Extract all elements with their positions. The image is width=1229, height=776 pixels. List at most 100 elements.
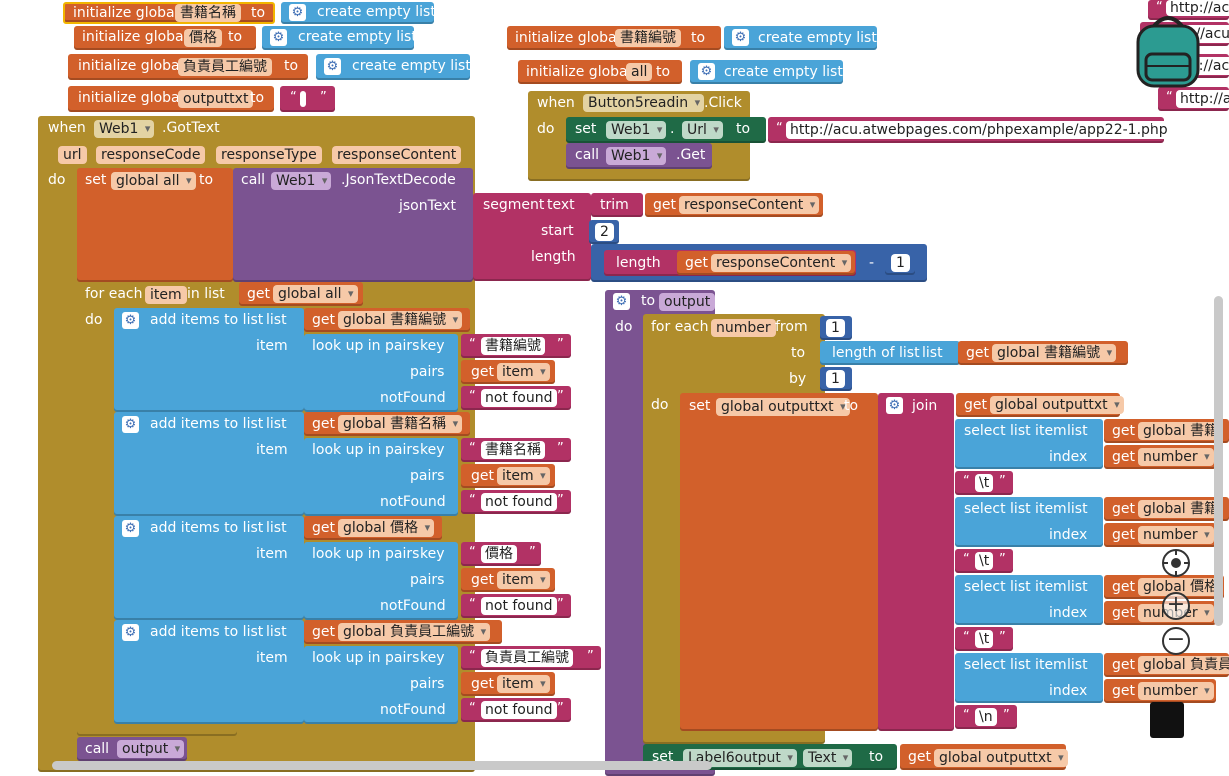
- key-text-block[interactable]: “ 書籍名稱 ”: [461, 438, 571, 462]
- zoom-in-icon[interactable]: +: [1162, 592, 1190, 620]
- get-global-list-block[interactable]: get global 書籍編號: [304, 308, 470, 332]
- create-empty-list-block[interactable]: ⚙ create empty list: [281, 2, 436, 24]
- join-block[interactable]: ⚙ join: [878, 393, 954, 731]
- tab-text-block[interactable]: “ \t ”: [955, 549, 1013, 573]
- text-field[interactable]: not found: [481, 701, 557, 719]
- key-text-block[interactable]: “ 書籍編號 ”: [461, 334, 571, 358]
- length-of-list-block[interactable]: length of list list: [820, 341, 960, 365]
- mutator-gear-icon[interactable]: ⚙: [886, 397, 903, 414]
- param-responsetype[interactable]: responseType: [216, 146, 322, 164]
- init-global-shubianhao-block[interactable]: initialize global 書籍編號 to: [507, 26, 721, 50]
- component-dropdown[interactable]: Web1: [271, 172, 332, 190]
- vertical-scrollbar[interactable]: [1214, 296, 1223, 626]
- variable-dropdown[interactable]: global 負責員: [1138, 656, 1229, 674]
- variable-dropdown[interactable]: global outputtxt: [716, 398, 850, 416]
- global-name-field[interactable]: 價格: [184, 29, 222, 47]
- add-items-to-list-block[interactable]: ⚙ add items to list list item: [114, 308, 304, 412]
- get-number-block[interactable]: get number: [1104, 445, 1216, 469]
- get-global-list-block[interactable]: get global 價格: [304, 516, 442, 540]
- text-field[interactable]: not found: [481, 597, 557, 615]
- property-dropdown[interactable]: Text: [803, 749, 853, 767]
- create-empty-list-block[interactable]: ⚙ create empty list: [316, 54, 471, 80]
- get-global-list-block[interactable]: get global 書籍名稱: [304, 412, 470, 436]
- global-name-field[interactable]: outputtxt: [178, 90, 254, 108]
- add-items-to-list-block[interactable]: ⚙ add items to list list item: [114, 620, 304, 724]
- number-1-block[interactable]: 1: [885, 251, 915, 275]
- loop-variable-field[interactable]: item: [145, 286, 187, 304]
- global-name-field[interactable]: 書籍編號: [615, 29, 681, 47]
- variable-dropdown[interactable]: global 負責員工編號: [338, 623, 491, 641]
- set-global-outputtxt-block[interactable]: set global outputtxt to: [680, 393, 878, 731]
- variable-dropdown[interactable]: global outputtxt: [990, 396, 1124, 414]
- number-1-block[interactable]: 1: [820, 367, 852, 391]
- text-field[interactable]: 書籍編號: [481, 337, 545, 355]
- get-global-list-block[interactable]: get global 書籍編號: [958, 341, 1128, 365]
- url-text-block-partial[interactable]: “ http://ac: [1148, 0, 1229, 20]
- variable-dropdown[interactable]: item: [497, 467, 550, 485]
- url-text-block-partial[interactable]: “ http://a: [1158, 87, 1229, 111]
- component-dropdown[interactable]: Web1: [94, 120, 155, 138]
- segment-text-block[interactable]: segment text start length: [473, 193, 591, 281]
- get-global-all-block[interactable]: get global all: [239, 282, 363, 306]
- get-responsecontent-block[interactable]: get responseContent: [677, 251, 855, 275]
- variable-dropdown[interactable]: number: [1138, 682, 1214, 700]
- trash-icon[interactable]: [1150, 702, 1184, 738]
- get-number-block[interactable]: get number: [1104, 601, 1216, 625]
- select-list-item-block[interactable]: select list item list index: [955, 497, 1103, 547]
- lookup-in-pairs-block[interactable]: look up in pairs key pairs notFound: [304, 646, 458, 724]
- text-field[interactable]: not found: [481, 493, 557, 511]
- param-responsecontent[interactable]: responseContent: [332, 146, 462, 164]
- variable-dropdown[interactable]: responseContent: [711, 254, 852, 272]
- number-field[interactable]: 1: [826, 370, 845, 388]
- mutator-gear-icon[interactable]: ⚙: [122, 520, 139, 537]
- variable-dropdown[interactable]: global 書籍編號: [338, 311, 463, 329]
- variable-dropdown[interactable]: global all: [111, 172, 196, 190]
- get-global-list-block[interactable]: get global 負責員: [1104, 653, 1229, 677]
- global-name-field[interactable]: 書籍名稱: [175, 4, 241, 22]
- param-url[interactable]: url: [58, 146, 87, 164]
- text-field[interactable]: not found: [481, 389, 557, 407]
- call-output-block[interactable]: call output: [77, 737, 187, 761]
- procedure-dropdown[interactable]: output: [117, 740, 185, 758]
- variable-dropdown[interactable]: item: [497, 363, 550, 381]
- get-global-list-block[interactable]: get global 書籍: [1104, 497, 1229, 521]
- global-name-field[interactable]: all: [626, 63, 653, 81]
- get-responsecontent-block[interactable]: get responseContent: [645, 193, 823, 217]
- select-list-item-block[interactable]: select list item list index: [955, 419, 1103, 469]
- create-empty-list-block[interactable]: ⚙ create empty list: [724, 26, 877, 50]
- notfound-text-block[interactable]: “ not found ”: [461, 594, 571, 618]
- call-web1-get-block[interactable]: call Web1 .Get: [566, 143, 712, 169]
- init-global-shumingcheng-block[interactable]: initialize global 書籍名稱 to: [63, 2, 275, 24]
- component-dropdown[interactable]: Web1: [606, 121, 667, 139]
- mutator-gear-icon[interactable]: ⚙: [613, 293, 630, 310]
- get-global-list-block[interactable]: get global 負責員工編號: [304, 620, 502, 644]
- mutator-gear-icon[interactable]: ⚙: [698, 63, 715, 80]
- variable-dropdown[interactable]: item: [497, 675, 550, 693]
- text-field[interactable]: 書籍名稱: [481, 441, 545, 459]
- get-item-block[interactable]: get item: [461, 360, 555, 384]
- tab-text-block[interactable]: “ \t ”: [955, 627, 1013, 651]
- number-field[interactable]: 1: [891, 254, 910, 272]
- trim-block[interactable]: trim: [591, 193, 643, 217]
- variable-dropdown[interactable]: global 書籍: [1138, 422, 1224, 440]
- mutator-gear-icon[interactable]: ⚙: [289, 4, 306, 21]
- empty-text-block[interactable]: “ ”: [280, 86, 335, 112]
- add-items-to-list-block[interactable]: ⚙ add items to list list item: [114, 516, 304, 620]
- horizontal-scrollbar[interactable]: [52, 761, 712, 770]
- lookup-in-pairs-block[interactable]: look up in pairs key pairs notFound: [304, 542, 458, 620]
- mutator-gear-icon[interactable]: ⚙: [270, 29, 287, 46]
- notfound-text-block[interactable]: “ not found ”: [461, 490, 571, 514]
- url-text-block[interactable]: “ http://acu.atwebpages.com/phpexample/a…: [768, 117, 1172, 143]
- set-global-all-block[interactable]: set global all to: [77, 168, 233, 282]
- set-web1-url-block[interactable]: set Web1 . Url to: [566, 117, 766, 143]
- variable-dropdown[interactable]: global 價格: [1138, 578, 1224, 596]
- select-list-item-block[interactable]: select list item list index: [955, 653, 1103, 703]
- number-1-block[interactable]: 1: [820, 316, 852, 340]
- create-empty-list-block[interactable]: ⚙ create empty list: [262, 26, 417, 50]
- loop-variable-field[interactable]: number: [711, 319, 776, 337]
- get-item-block[interactable]: get item: [461, 672, 555, 696]
- mutator-gear-icon[interactable]: ⚙: [324, 58, 341, 75]
- text-field[interactable]: 負責員工編號: [481, 649, 573, 667]
- tab-text-block[interactable]: “ \t ”: [955, 471, 1013, 495]
